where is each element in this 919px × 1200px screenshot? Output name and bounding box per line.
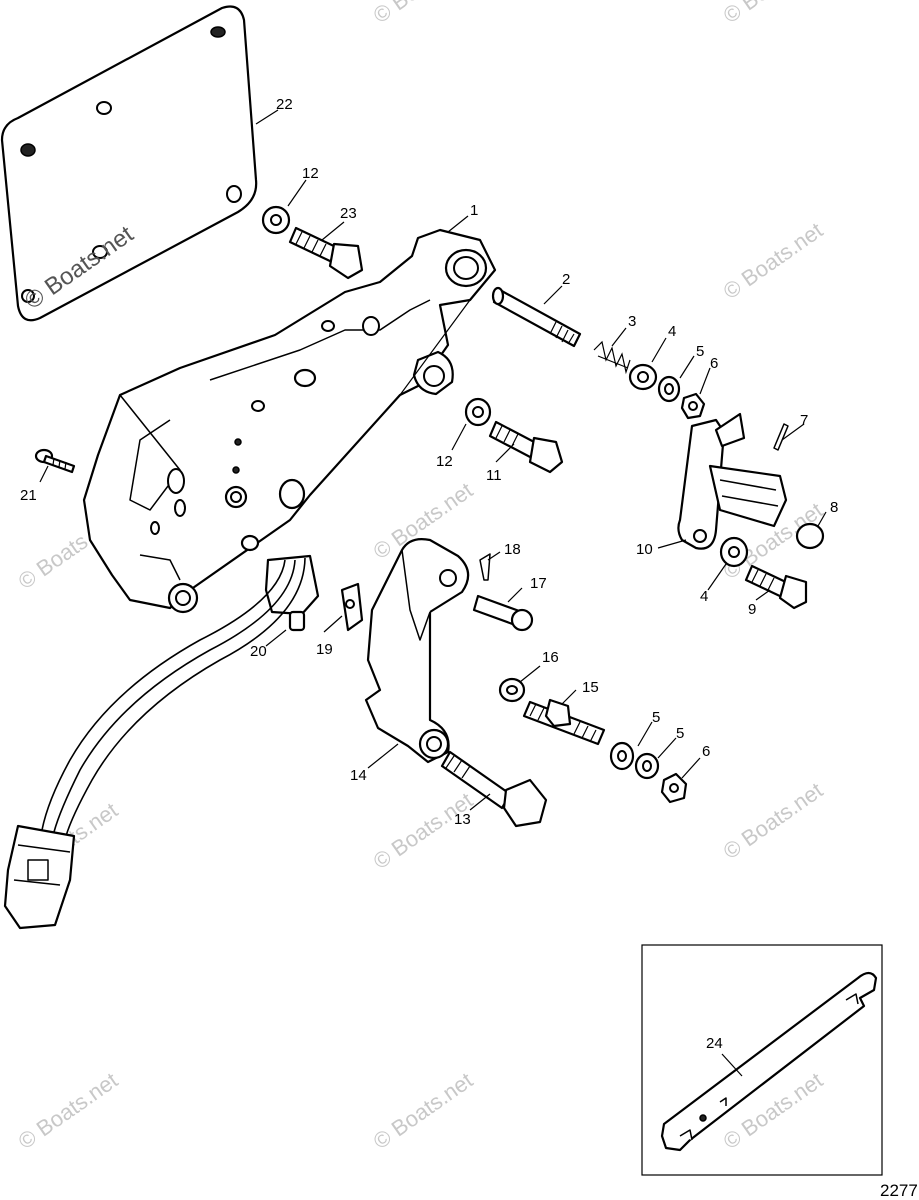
part-12-washer-top xyxy=(261,205,291,235)
part-21-screw xyxy=(34,448,76,474)
callout-7: 7 xyxy=(800,412,808,429)
callout-6: 6 xyxy=(702,743,710,760)
part-7-cotter-pin xyxy=(773,423,789,451)
watermark: © Boats.net xyxy=(369,787,478,874)
part-13-bolt xyxy=(440,750,548,828)
callout-8: 8 xyxy=(830,499,838,516)
callout-11: 11 xyxy=(486,467,502,484)
callout-2: 2 xyxy=(562,271,570,288)
part-20-sensor-harness xyxy=(3,554,320,930)
inset-part-24 xyxy=(641,944,883,1176)
callout-6: 6 xyxy=(710,355,718,372)
callout-14: 14 xyxy=(350,767,367,784)
watermark: © Boats.net xyxy=(369,0,478,28)
part-1-bracket xyxy=(82,228,497,614)
part-11-bolt xyxy=(488,420,564,474)
callout-5: 5 xyxy=(696,343,704,360)
part-5-washer-lower-b xyxy=(634,752,660,780)
callout-1: 1 xyxy=(470,202,478,219)
part-12-washer-middle xyxy=(464,397,492,427)
watermark: © Boats.net xyxy=(719,0,828,28)
callout-3: 3 xyxy=(628,313,636,330)
part-5-washer-upper xyxy=(657,375,681,403)
part-4-washer-upper xyxy=(628,363,658,391)
watermark: © Boats.net xyxy=(719,777,828,864)
callout-16: 16 xyxy=(542,649,559,666)
callout-23: 23 xyxy=(340,205,357,222)
callout-24: 24 xyxy=(706,1035,723,1052)
part-2-shaft xyxy=(491,286,582,348)
callout-5: 5 xyxy=(652,709,660,726)
part-22-plate: © Boats.net xyxy=(0,5,258,322)
callouts: 22 12 23 1 2 3 4 5 6 7 8 12 11 21 10 4 9… xyxy=(20,96,838,1052)
callout-5: 5 xyxy=(676,725,684,742)
callout-20: 20 xyxy=(250,643,267,660)
part-6-nut-lower xyxy=(660,772,688,804)
watermark: © Boats.net xyxy=(719,217,828,304)
callout-4: 4 xyxy=(700,588,708,605)
part-17-pin xyxy=(472,594,534,632)
callout-13: 13 xyxy=(454,811,471,828)
part-14-arm xyxy=(364,538,470,764)
callout-18: 18 xyxy=(504,541,521,558)
part-18-cotter-pin xyxy=(479,553,491,581)
watermark: © Boats.net xyxy=(369,1067,478,1154)
inset-frame xyxy=(641,944,883,1176)
part-5-washer-lower-a xyxy=(609,741,635,771)
callout-10: 10 xyxy=(636,541,653,558)
part-10-lever xyxy=(677,412,788,550)
callout-9: 9 xyxy=(748,601,756,618)
part-15-stud xyxy=(522,698,606,746)
part-8-cap xyxy=(795,522,825,550)
leader-lines xyxy=(39,109,827,1077)
callout-22: 22 xyxy=(276,96,293,113)
figure-number: 2277 xyxy=(880,1181,918,1200)
callout-4: 4 xyxy=(668,323,676,340)
part-4-washer-lower xyxy=(719,536,749,568)
callout-19: 19 xyxy=(316,641,333,658)
part-16-washer xyxy=(498,677,526,703)
callout-12: 12 xyxy=(302,165,319,182)
part-23-bolt xyxy=(288,226,364,280)
part-3-spring xyxy=(593,340,631,375)
part-19-clip xyxy=(340,582,364,632)
part-9-bolt xyxy=(744,564,808,610)
callout-21: 21 xyxy=(20,487,37,504)
watermark: © Boats.net xyxy=(14,1067,123,1154)
part-6-nut-upper xyxy=(680,392,706,420)
callout-17: 17 xyxy=(530,575,547,592)
callout-12: 12 xyxy=(436,453,453,470)
callout-15: 15 xyxy=(582,679,599,696)
